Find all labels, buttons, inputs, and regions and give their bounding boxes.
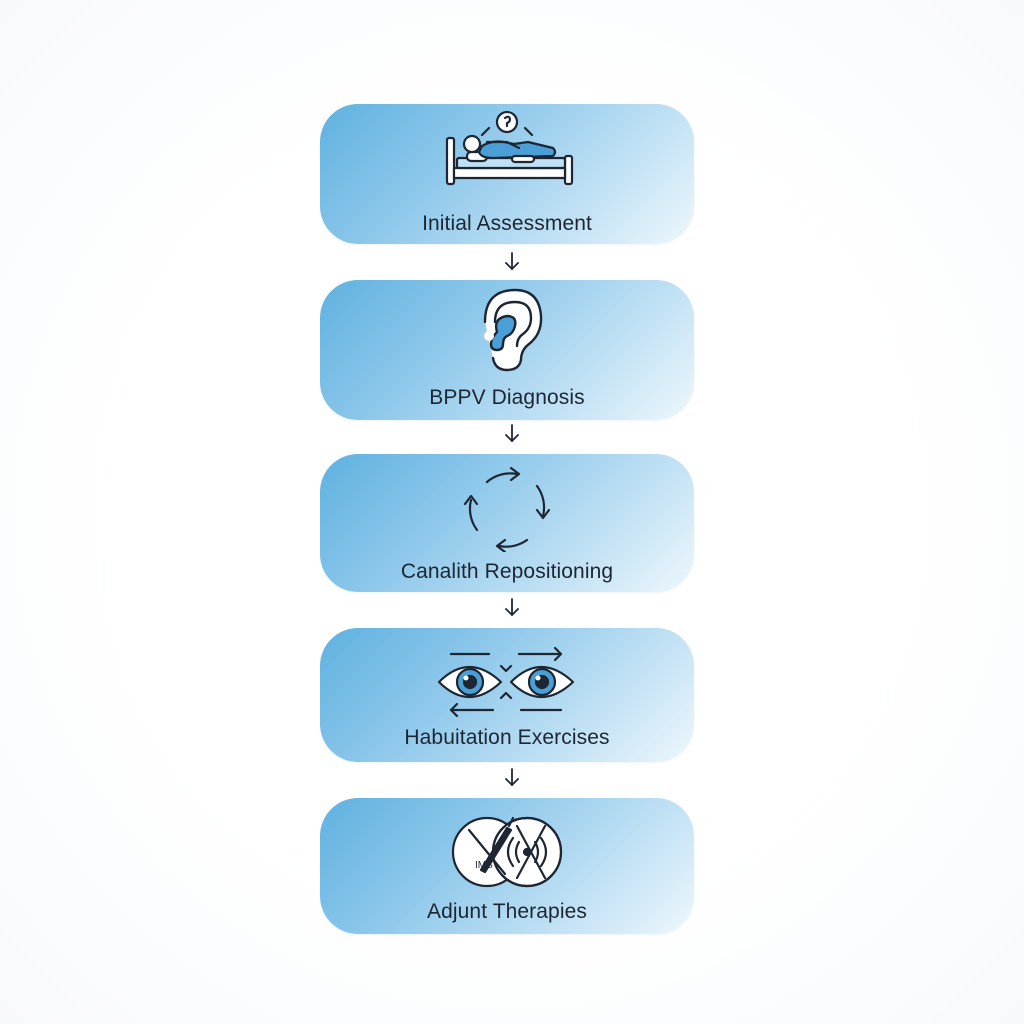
step-label: Adjunt Therapies [427,900,587,923]
step-habituation-exercises: Habuitation Exercises [320,628,694,762]
ims-therapy-icon: IMS [451,816,563,888]
step-label: BPPV Diagnosis [429,386,585,409]
step-label: Initial Assessment [422,212,592,235]
down-arrow-connector [500,596,524,620]
step-adjunct-therapies: IMS Adjunt Therapies [320,798,694,934]
ims-badge-text: IMS [475,860,493,871]
step-canalith-repositioning: Canalith Repositioning [320,454,694,592]
patient-in-bed-icon [445,110,574,186]
step-label: Habuitation Exercises [404,726,610,749]
step-initial-assessment: Initial Assessment [320,104,694,244]
eyes-tracking-icon [437,646,575,718]
step-bppv-diagnosis: BPPV Diagnosis [320,280,694,420]
step-label: Canalith Repositioning [400,560,614,583]
circular-arrows-icon [463,466,551,552]
down-arrow-connector [500,422,524,446]
down-arrow-connector [500,766,524,790]
down-arrow-connector [500,250,524,274]
ear-icon [483,288,543,372]
